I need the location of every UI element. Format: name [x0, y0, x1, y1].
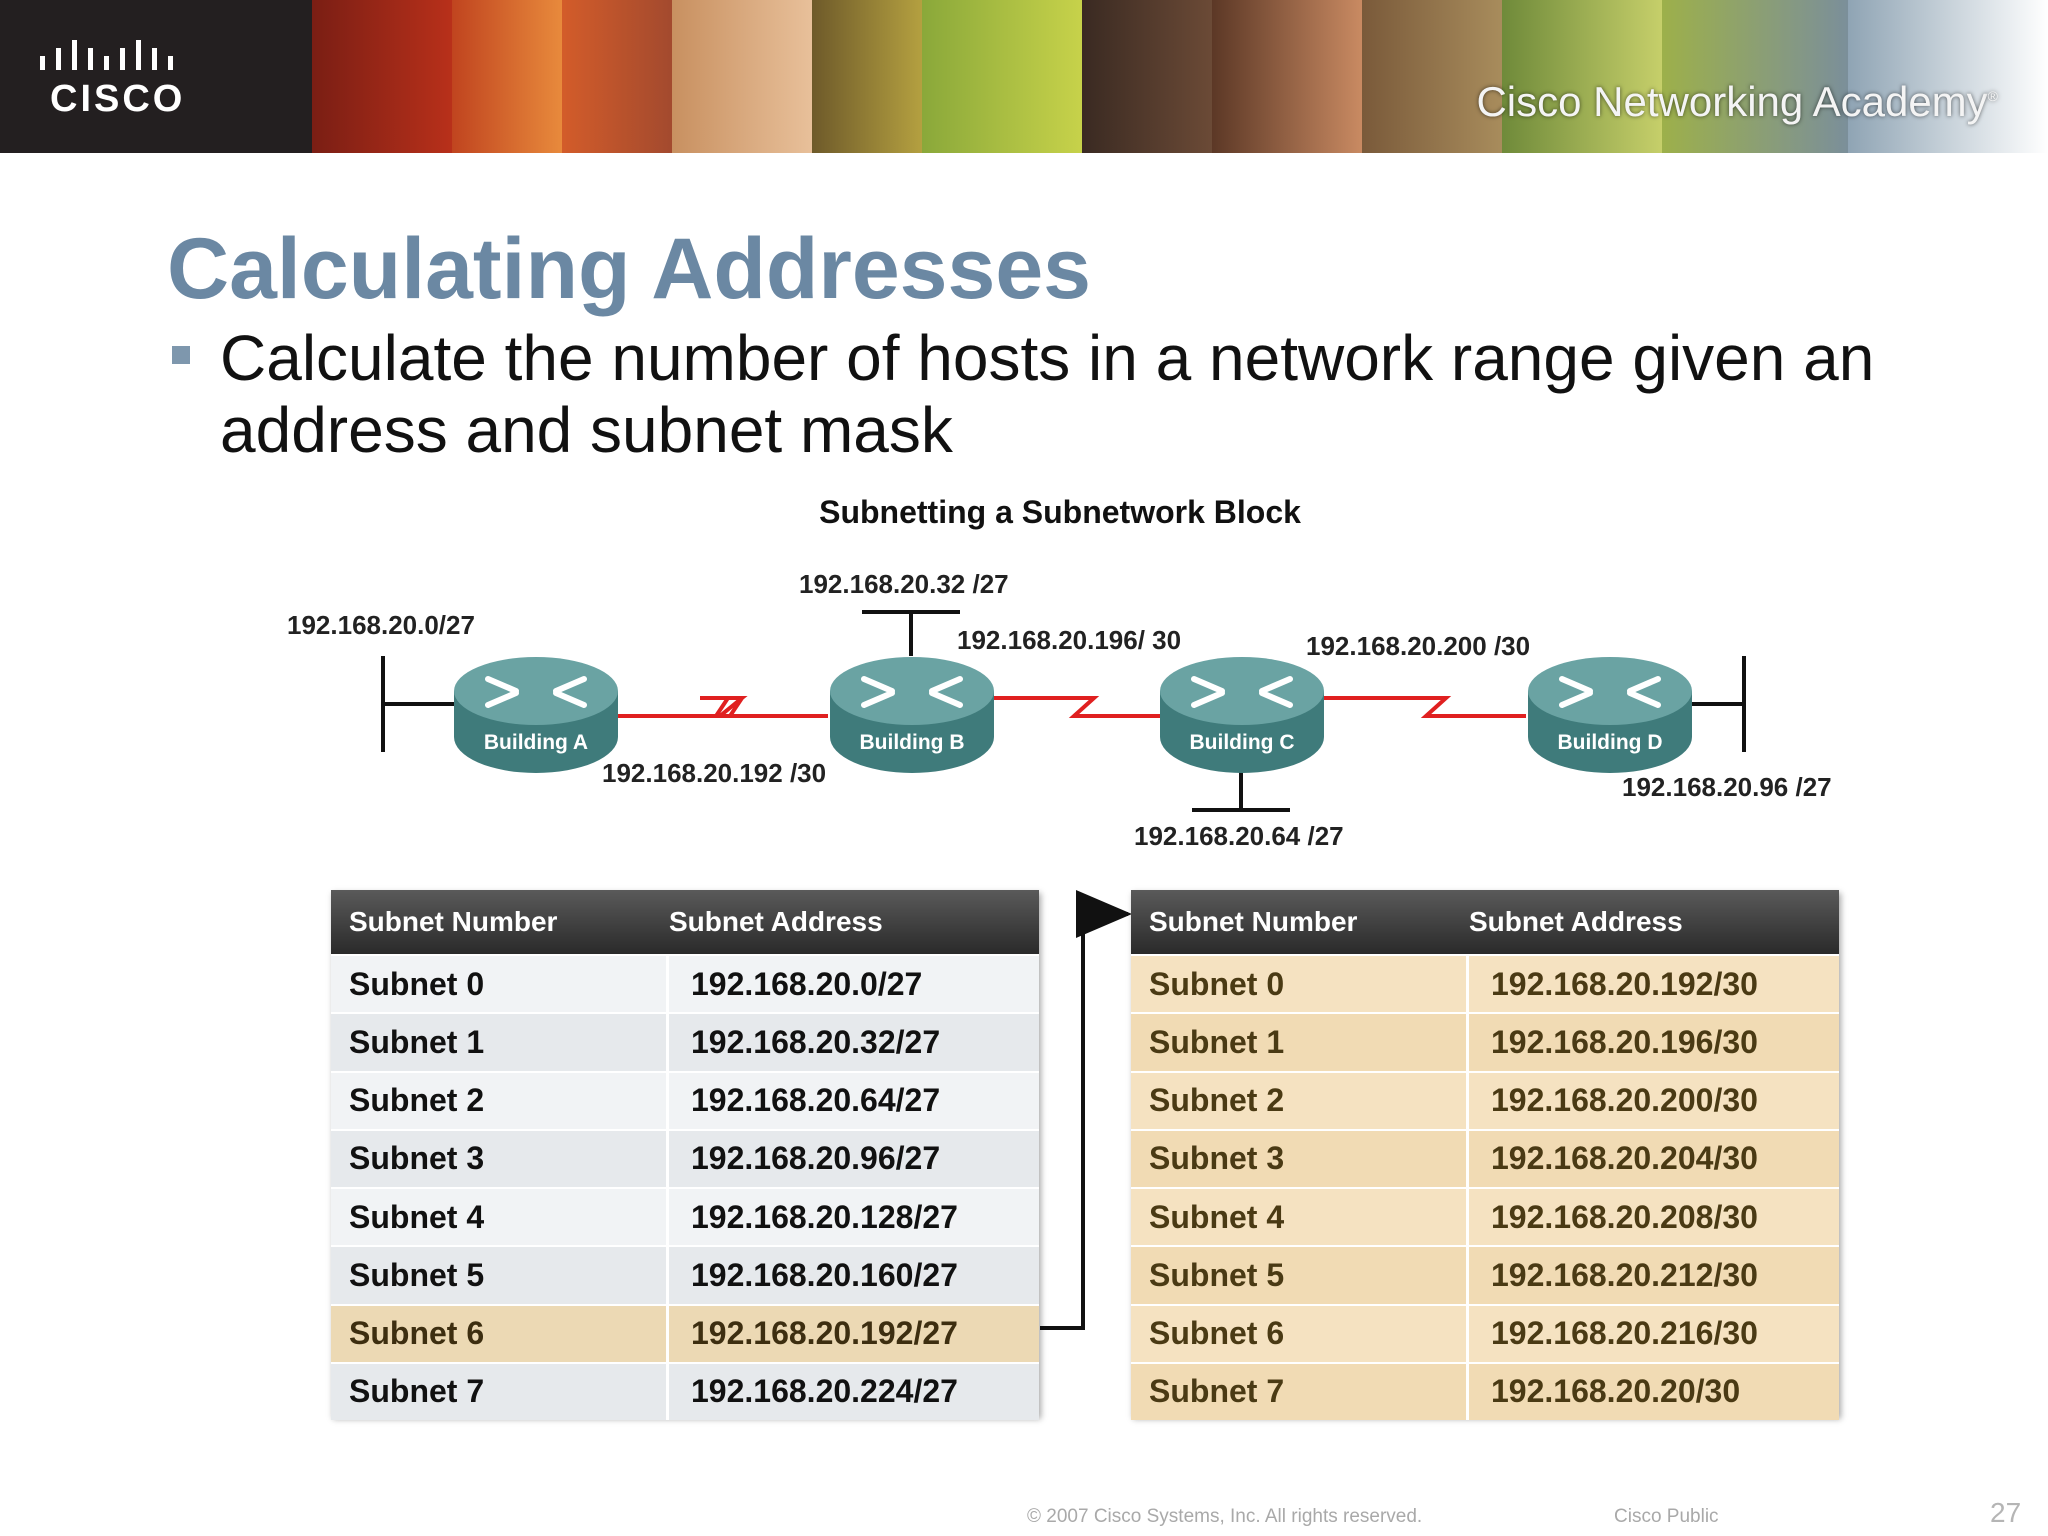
cisco-bars-icon	[40, 40, 173, 70]
classification-label: Cisco Public	[1614, 1506, 1719, 1527]
serial-link-cd	[1320, 696, 1526, 718]
column-header: Subnet Number	[1149, 906, 1358, 937]
serial-link-bc	[992, 696, 1160, 718]
copyright-notice: © 2007 Cisco Systems, Inc. All rights re…	[1027, 1506, 1423, 1527]
label-lan-c: 192.168.20.64 /27	[1134, 821, 1344, 851]
label-lan-b: 192.168.20.32 /27	[799, 569, 1009, 599]
column-header: Subnet Address	[669, 906, 883, 937]
diagram-title: Subnetting a Subnetwork Block	[819, 494, 1301, 530]
router-building-a[interactable]: Building A	[452, 653, 620, 775]
bullet-text: Calculate the number of hosts in a netwo…	[220, 322, 1875, 466]
label-lan-a: 192.168.20.0/27	[287, 610, 475, 640]
lan-segment-b	[862, 610, 960, 656]
table-header: Subnet Number Subnet Address	[331, 890, 1039, 954]
academy-wordmark: Cisco Networking Academy®	[1476, 78, 1998, 125]
header-banner: CISCO Cisco Networking Academy®	[0, 0, 2048, 153]
square-bullet-icon	[172, 346, 190, 364]
photo-collage	[312, 0, 2048, 153]
serial-link-ab	[614, 696, 828, 718]
router-building-d[interactable]: Building D	[1526, 653, 1694, 775]
lan-segment-d	[1690, 656, 1746, 752]
label-wan-cd: 192.168.20.200 /30	[1306, 631, 1531, 661]
router-building-b[interactable]: Building B	[828, 653, 996, 775]
label-lan-d: 192.168.20.96 /27	[1622, 772, 1832, 802]
router-icon	[1160, 657, 1324, 773]
table-connector-arrow	[1040, 890, 1132, 1330]
router-icon	[1528, 657, 1692, 773]
column-header: Subnet Address	[1469, 906, 1683, 937]
page-title: Calculating Addresses	[167, 221, 1091, 317]
cisco-logo: CISCO	[0, 0, 312, 153]
label-wan-ab: 192.168.20.192 /30	[602, 758, 827, 788]
cisco-wordmark: CISCO	[50, 78, 186, 120]
column-header: Subnet Number	[349, 906, 558, 937]
label-wan-bc: 192.168.20.196/ 30	[957, 625, 1182, 655]
router-icon	[454, 657, 618, 773]
router-building-c[interactable]: Building C	[1158, 653, 1326, 775]
page-number: 27	[1990, 1497, 2022, 1528]
router-icon	[830, 657, 994, 773]
table-header: Subnet Number Subnet Address	[1131, 890, 1839, 954]
bullet-item: Calculate the number of hosts in a netwo…	[168, 322, 1928, 466]
lan-segment-a	[381, 656, 454, 752]
